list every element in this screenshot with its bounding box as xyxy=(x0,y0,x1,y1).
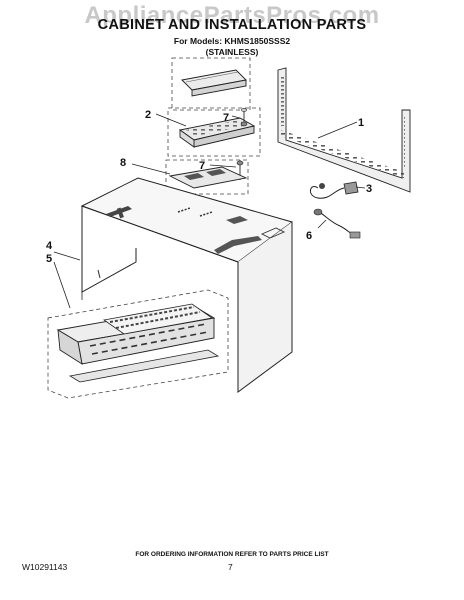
model-number: For Models: KHMS1850SSS2 xyxy=(173,36,291,46)
bottom-grille-assembly xyxy=(47,289,229,399)
mounting-plate xyxy=(277,67,411,193)
callout-5: 5 xyxy=(46,253,52,265)
callout-8: 8 xyxy=(120,157,126,169)
page-number: 7 xyxy=(228,562,233,572)
harness-part-3 xyxy=(310,181,359,199)
ordering-note: FOR ORDERING INFORMATION REFER TO PARTS … xyxy=(135,551,329,558)
damper-panel xyxy=(171,57,251,111)
watermark-text: AppliancePartsPros.com xyxy=(84,2,380,29)
callout-6: 6 xyxy=(306,230,312,242)
top-plate xyxy=(165,159,249,195)
leader-lines xyxy=(53,113,366,309)
callout-2: 2 xyxy=(145,109,151,121)
top-vent-assembly xyxy=(167,107,261,157)
screw-upper xyxy=(240,108,248,127)
page-title: CABINET AND INSTALLATION PARTS xyxy=(97,17,367,33)
harness-part-6 xyxy=(313,208,361,239)
callout-1: 1 xyxy=(358,117,364,129)
model-variant: (STAINLESS) xyxy=(205,47,259,57)
callout-7-lower: 7 xyxy=(199,160,205,172)
callout-3: 3 xyxy=(366,183,372,195)
document-number: W10291143 xyxy=(22,562,68,572)
callout-7-upper: 7 xyxy=(223,112,229,124)
cabinet-wrapper xyxy=(80,177,294,393)
callout-4: 4 xyxy=(46,240,53,252)
